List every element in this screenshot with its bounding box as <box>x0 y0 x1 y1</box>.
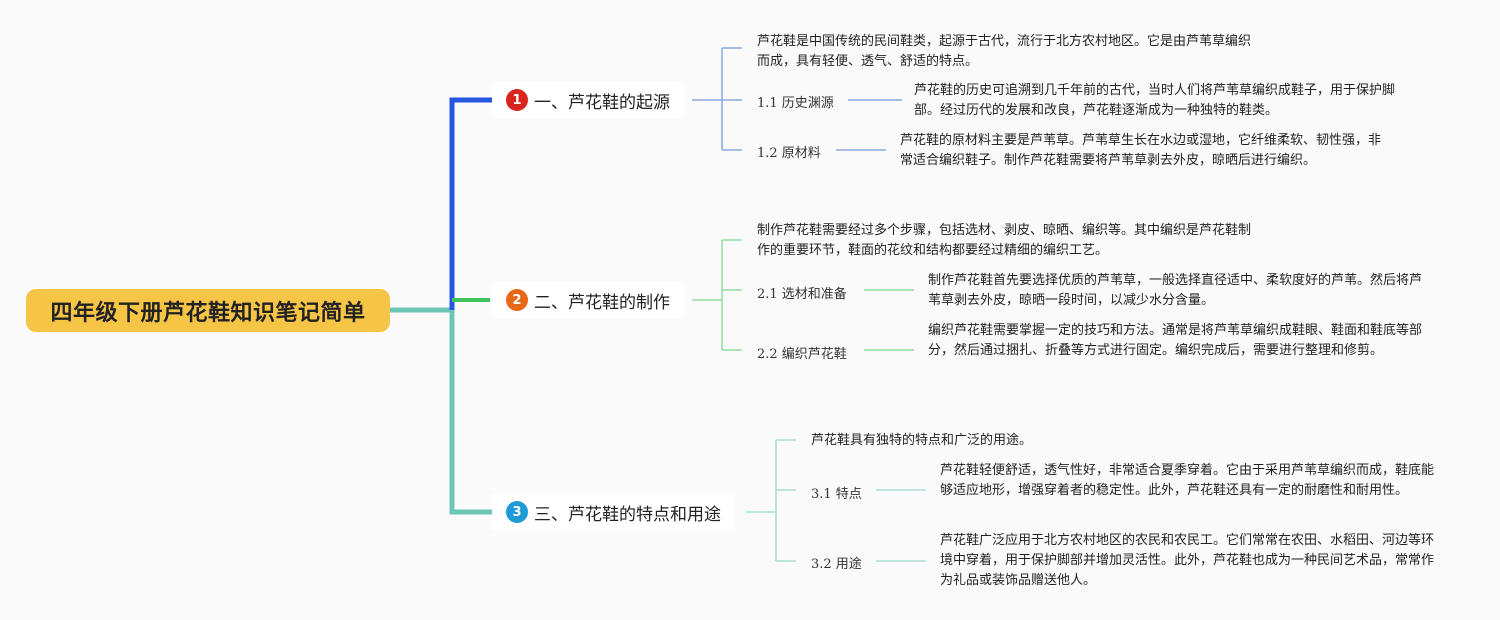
branch-1-summary: 芦花鞋是中国传统的民间鞋类，起源于古代，流行于北方农村地区。它是由芦苇草编织而成… <box>757 34 1252 69</box>
branch-2-title: 二、芦花鞋的制作 <box>534 292 670 313</box>
subtopic-2-2-label[interactable]: 2.2 编织芦花鞋 <box>757 347 847 362</box>
number-2-badge-icon: 2 <box>506 289 528 311</box>
branch-2-summary: 制作芦花鞋需要经过多个步骤，包括选材、剥皮、晾晒、编织等。其中编织是芦花鞋制作的… <box>757 223 1252 258</box>
subtopic-1-2-detail: 芦花鞋的原材料主要是芦苇草。芦苇草生长在水边或湿地，它纤维柔软、韧性强，非常适合… <box>900 133 1382 168</box>
branch-2-subconnectors <box>692 239 914 351</box>
subtopic-1-2-label[interactable]: 1.2 原材料 <box>757 146 821 161</box>
branch-3-node[interactable]: 3 三、芦花鞋的特点和用途 <box>492 494 735 530</box>
branch-2-node[interactable]: 2 二、芦花鞋的制作 <box>492 282 684 318</box>
branch-1-node[interactable]: 1 一、芦花鞋的起源 <box>492 82 684 118</box>
branch-3-summary: 芦花鞋具有独特的特点和广泛的用途。 <box>811 433 1033 448</box>
subtopic-2-1-label[interactable]: 2.1 选材和准备 <box>757 287 847 302</box>
branch-3-connector <box>449 310 505 515</box>
subtopic-2-1-detail: 制作芦花鞋首先要选择优质的芦苇草，一般选择直径适中、柔软度好的芦苇。然后将芦苇草… <box>928 273 1423 308</box>
branch-1-title: 一、芦花鞋的起源 <box>534 92 670 113</box>
subtopic-3-2-label[interactable]: 3.2 用途 <box>811 557 862 572</box>
branch-1-connector <box>449 97 505 310</box>
branch-3-title: 三、芦花鞋的特点和用途 <box>534 504 721 525</box>
number-1-badge-icon: 1 <box>506 89 528 111</box>
root-topic[interactable]: 四年级下册芦花鞋知识笔记简单 <box>26 289 390 332</box>
subtopic-3-1-detail: 芦花鞋轻便舒适，透气性好，非常适合夏季穿着。它由于采用芦苇草编织而成，鞋底能够适… <box>940 463 1435 498</box>
branch-3-subconnectors <box>746 439 926 562</box>
subtopic-1-1-detail: 芦花鞋的历史可追溯到几千年前的古代，当时人们将芦苇草编织成鞋子，用于保护脚部。经… <box>914 83 1396 118</box>
branch-1-subconnectors <box>692 47 902 151</box>
subtopic-1-1-label[interactable]: 1.1 历史渊源 <box>757 96 834 111</box>
subtopic-2-2-detail: 编织芦花鞋需要掌握一定的技巧和方法。通常是将芦苇草编织成鞋眼、鞋面和鞋底等部分，… <box>928 323 1423 358</box>
subtopic-3-2-detail: 芦花鞋广泛应用于北方农村地区的农民和农民工。它们常常在农田、水稻田、河边等环境中… <box>940 533 1435 588</box>
subtopic-3-1-label[interactable]: 3.1 特点 <box>811 487 862 502</box>
number-3-badge-icon: 3 <box>506 501 528 523</box>
root-title: 四年级下册芦花鞋知识笔记简单 <box>50 300 366 326</box>
